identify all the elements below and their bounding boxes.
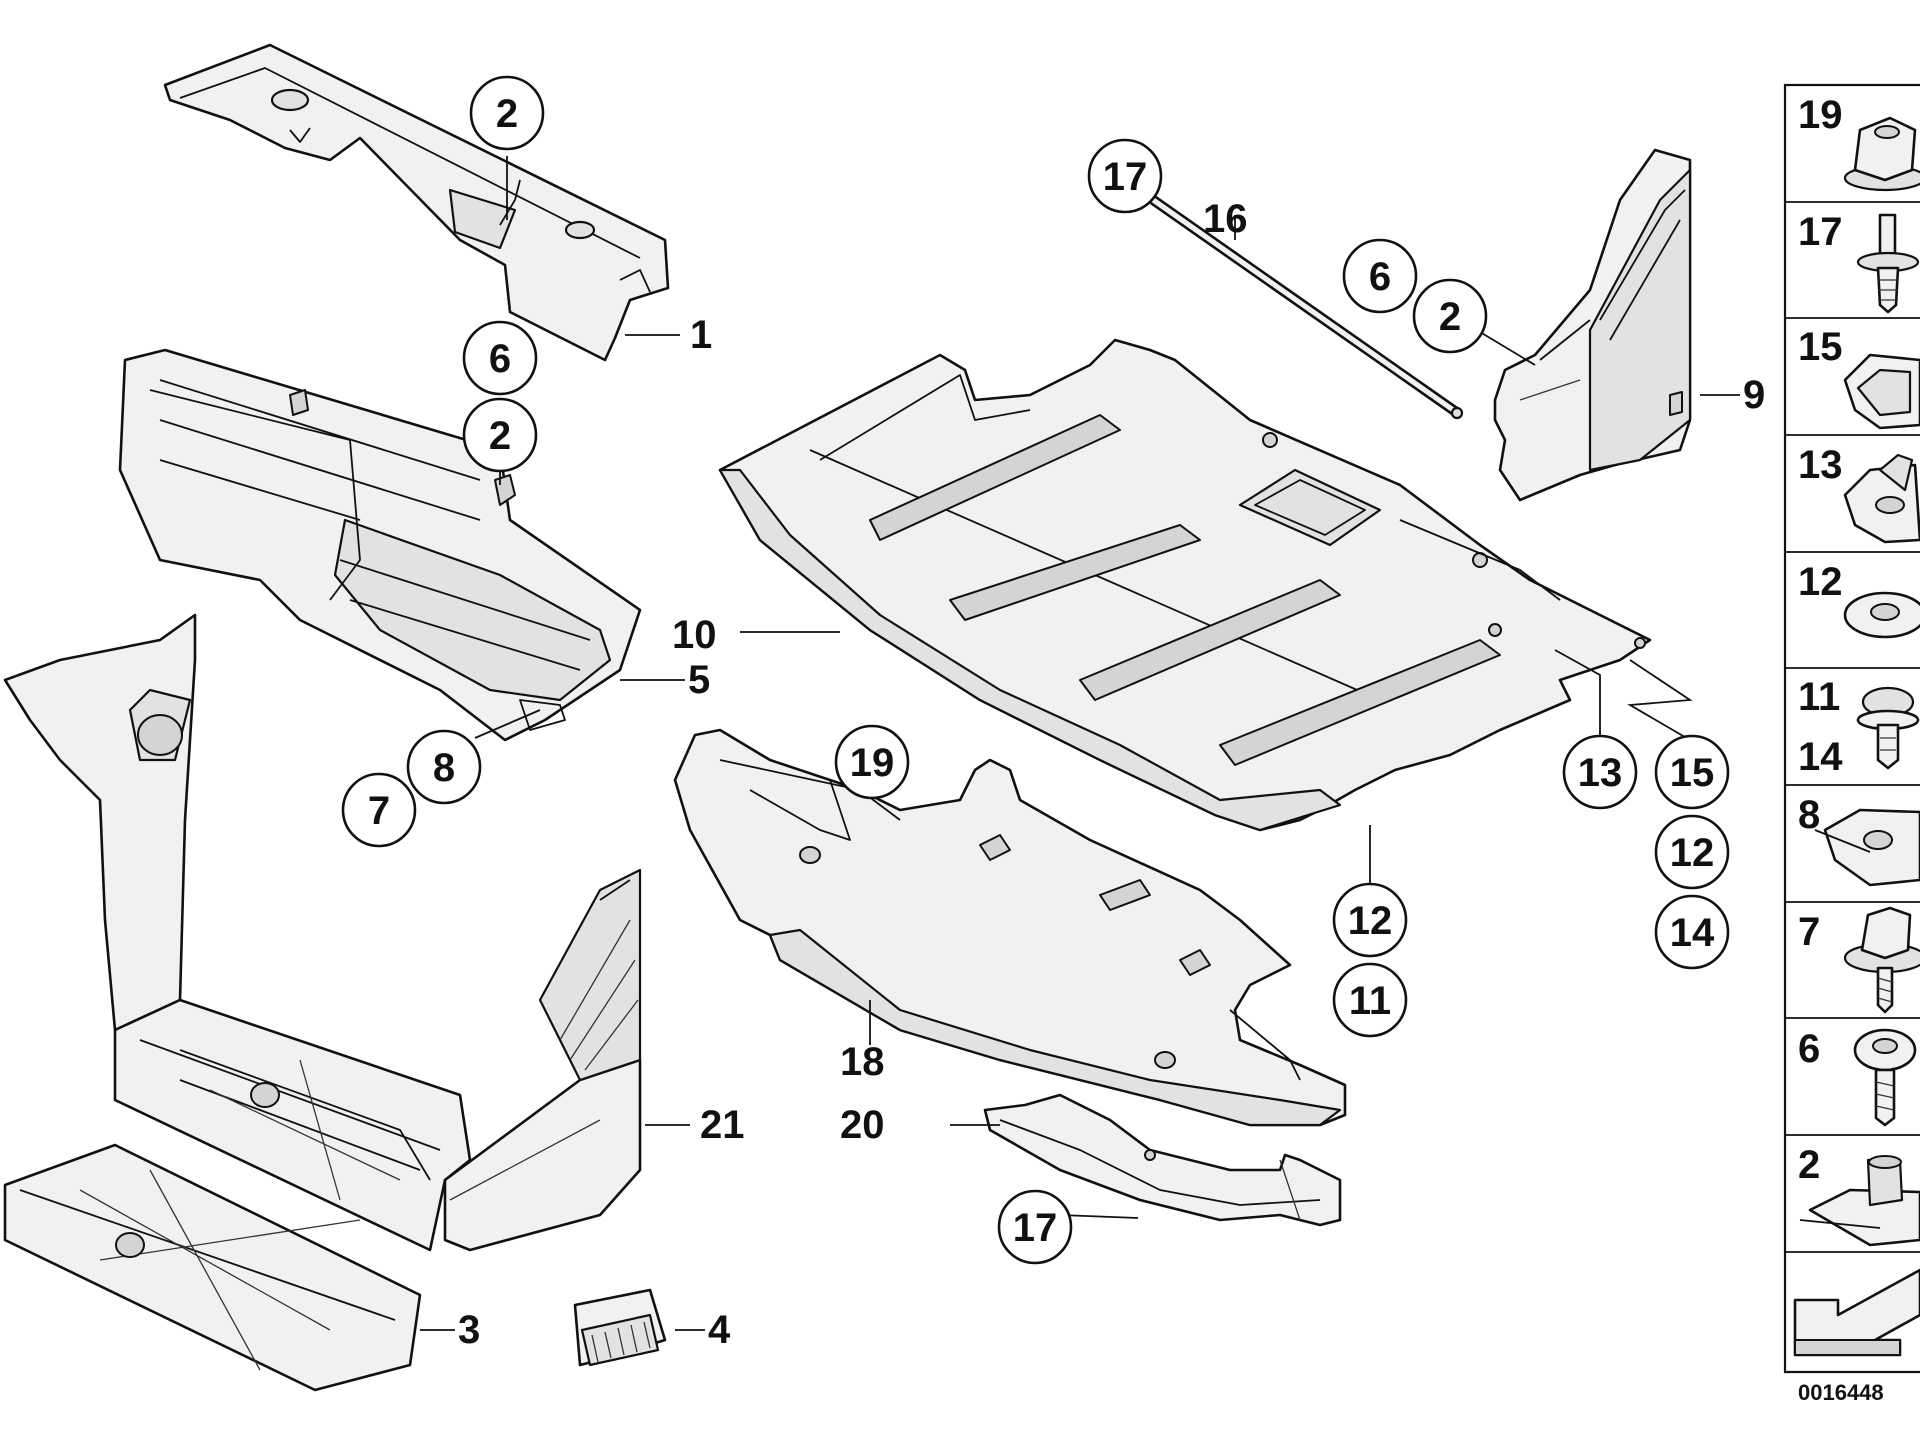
svg-text:2: 2 [496,92,518,136]
svg-text:11: 11 [1349,979,1391,1023]
svg-text:15: 15 [1670,751,1715,795]
callout-11: 11 [1332,962,1408,1038]
svg-text:2: 2 [1798,1143,1820,1187]
svg-text:19: 19 [1798,93,1843,137]
callout-2-left: 2 [462,397,538,473]
callout-12-center: 12 [1332,882,1408,958]
svg-text:15: 15 [1798,325,1843,369]
part-label-20: 20 [840,1103,885,1147]
callout-8: 8 [406,729,482,805]
speed-nut-icon [1814,808,1920,887]
u-clip-icon [1843,453,1920,544]
svg-text:12: 12 [1798,560,1843,604]
callout-17-bottom: 17 [997,1189,1073,1265]
callout-6-left: 6 [462,320,538,396]
table-row: 17 [1798,210,1920,314]
svg-text:12: 12 [1348,899,1393,943]
torx-screw-icon [1853,1028,1917,1127]
push-rivet-icon [1856,213,1920,314]
part-5-radiator-shroud [118,348,642,742]
callout-7: 7 [341,772,417,848]
table-row: 8 [1798,793,1920,887]
svg-text:11: 11 [1798,675,1840,719]
svg-text:14: 14 [1798,735,1843,779]
table-row: 7 [1798,906,1920,1014]
callout-6-right: 6 [1342,238,1418,314]
svg-text:6: 6 [489,337,511,381]
part-3-lower-tray [3,1143,422,1392]
part-label-18: 18 [840,1040,885,1084]
svg-text:6: 6 [1369,255,1391,299]
svg-text:7: 7 [368,789,390,833]
clip-nut-icon [1799,1155,1920,1247]
part-label-9: 9 [1743,373,1765,417]
part-label-4: 4 [708,1308,731,1352]
callout-19: 19 [834,724,910,800]
expanding-rivet-icon [1856,686,1920,770]
callout-14: 14 [1654,894,1730,970]
svg-text:17: 17 [1103,155,1148,199]
svg-text:14: 14 [1670,911,1715,955]
part-21-lower-frame [3,613,642,1252]
callout-17-top: 17 [1087,138,1163,214]
washer-icon [1843,591,1920,639]
svg-text:2: 2 [489,414,511,458]
part-label-21: 21 [700,1103,745,1147]
table-row: 2 [1798,1143,1920,1247]
svg-text:8: 8 [1798,793,1820,837]
part-9-side-panel [1493,148,1692,502]
callout-15: 15 [1654,734,1730,810]
part-label-5: 5 [688,658,710,702]
svg-text:17: 17 [1798,210,1843,254]
table-row: 11 14 [1798,675,1920,779]
part-20-lower-strip [983,1093,1342,1227]
svg-text:13: 13 [1798,443,1843,487]
flange-nut-icon [1843,116,1920,192]
svg-text:17: 17 [1013,1206,1058,1250]
part-4-clip [573,1288,667,1367]
callout-13: 13 [1562,734,1638,810]
svg-text:19: 19 [850,741,895,785]
arrow-icon [1793,1268,1920,1357]
callout-2-top: 2 [469,75,545,151]
spring-clip-icon [1843,353,1920,430]
fastener-table: 19 17 15 13 [1783,83,1920,1374]
table-row: 6 [1798,1027,1917,1127]
part-label-10: 10 [672,613,717,657]
reference-code: 0016448 [1798,1380,1884,1405]
svg-text:2: 2 [1439,295,1461,339]
svg-text:6: 6 [1798,1027,1820,1071]
table-row: 19 [1798,93,1920,192]
svg-text:12: 12 [1670,831,1715,875]
svg-text:13: 13 [1578,751,1623,795]
svg-text:8: 8 [433,746,455,790]
part-label-3: 3 [458,1308,480,1352]
table-row [1793,1268,1920,1357]
hex-screw-icon [1843,906,1920,1014]
part-label-16: 16 [1203,197,1248,241]
svg-text:7: 7 [1798,910,1820,954]
table-row: 13 [1798,443,1920,544]
callout-2-right: 2 [1412,278,1488,354]
part-label-1: 1 [690,313,712,357]
part-18-front-guard [673,728,1347,1127]
callouts: 2 6 2 8 7 17 6 2 19 13 15 12 14 12 11 17 [341,75,1730,1265]
part-number-labels: 1 3 4 5 9 10 16 18 20 21 [458,197,1765,1352]
callout-12-right: 12 [1654,814,1730,890]
table-row: 12 [1798,560,1920,639]
part-1-upper-duct [163,43,670,362]
table-row: 15 [1798,325,1920,430]
